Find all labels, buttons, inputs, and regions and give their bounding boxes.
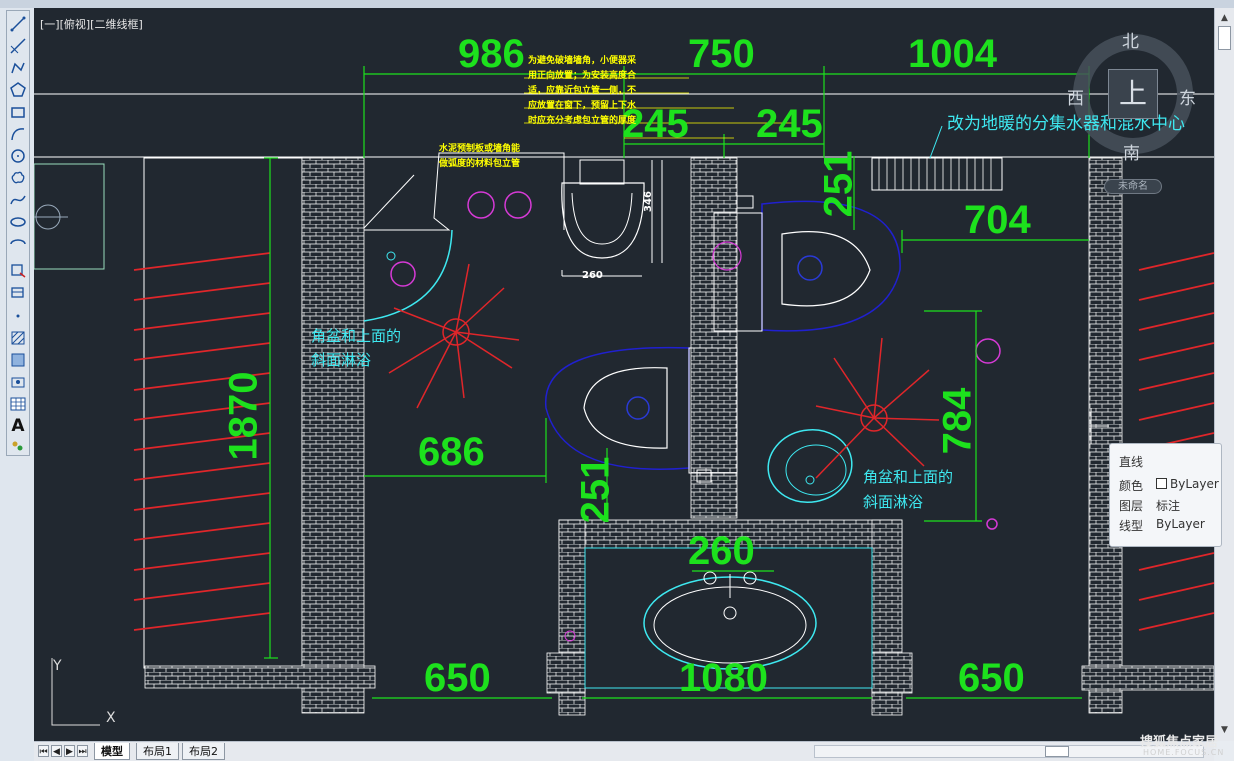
note-shower-right-1: 角盆和上面的: [863, 468, 954, 486]
note-urinal-2: 用正向放置；为安装高度合: [528, 71, 637, 81]
note-urinal-3: 适，应靠近包立管一侧，不: [528, 86, 637, 96]
dim-1004: 1004: [908, 32, 997, 76]
dim-686: 686: [418, 430, 485, 474]
tab-layout1[interactable]: 布局1: [136, 743, 179, 760]
dim-245-b: 245: [756, 102, 823, 146]
dim-750: 750: [688, 32, 755, 76]
note-pipe-2: 做弧度的材料包立管: [439, 159, 521, 169]
linetype-value[interactable]: ByLayer: [1156, 517, 1205, 531]
compass-west[interactable]: 西: [1067, 89, 1084, 109]
quick-properties-panel: 直线 颜色 ByLayer 图层 标注 线型 ByLayer: [1109, 443, 1222, 547]
ellipse-icon[interactable]: [9, 213, 27, 231]
dim-1870: 1870: [221, 371, 266, 461]
dim-346: 346: [642, 191, 654, 212]
dim-251-mid: 251: [573, 456, 618, 524]
construction-line-icon[interactable]: [9, 37, 27, 55]
ellipse-arc-icon[interactable]: [9, 235, 27, 253]
horizontal-scrollbar[interactable]: [814, 745, 1204, 758]
wall-bottom-left: [144, 665, 376, 689]
scroll-up-icon[interactable]: ▲: [1221, 13, 1228, 23]
draw-toolbar: A: [6, 10, 30, 456]
mtext-icon[interactable]: A: [11, 416, 25, 436]
tab-layout2[interactable]: 布局2: [182, 743, 225, 760]
watermark-text: 搜狐焦点家居: [1140, 735, 1219, 750]
dim-650-right: 650: [958, 656, 1025, 700]
revision-cloud-icon[interactable]: [9, 169, 27, 187]
viewport-label[interactable]: [一][俯视][二维线框]: [40, 18, 143, 31]
window-top-edge: [0, 0, 1234, 8]
add-selected-icon[interactable]: [9, 437, 27, 455]
last-tab-icon[interactable]: ⏭: [77, 745, 88, 757]
drawing-canvas[interactable]: 986 750 1004 245 245 704 686 260 650 108…: [34, 8, 1214, 741]
rectangle-icon[interactable]: [9, 103, 27, 121]
compass-north[interactable]: 北: [1122, 32, 1139, 52]
gradient-icon[interactable]: [9, 351, 27, 369]
region-icon[interactable]: [9, 373, 27, 391]
dim-986: 986: [458, 32, 525, 76]
prev-tab-icon[interactable]: ◀: [51, 745, 62, 757]
table-icon[interactable]: [9, 395, 27, 413]
linetype-label: 线型: [1119, 519, 1144, 533]
next-tab-icon[interactable]: ▶: [64, 745, 75, 757]
layer-label: 图层: [1119, 499, 1144, 513]
compass-east[interactable]: 东: [1179, 89, 1196, 109]
spline-icon[interactable]: [9, 191, 27, 209]
watermark-url: HOME.FOCUS.CN: [1143, 748, 1225, 757]
note-floor-heating: 改为地暖的分集水器和混水中心: [947, 114, 1185, 134]
layer-value[interactable]: 标注: [1156, 499, 1181, 513]
note-urinal-5: 时应充分考虑包立管的厚度: [528, 116, 637, 126]
color-swatch-icon: [1156, 478, 1167, 489]
dim-260: 260: [688, 529, 755, 573]
note-pipe-1: 水泥预制板或墙角能: [439, 144, 521, 154]
tab-model[interactable]: 模型: [94, 743, 130, 760]
vertical-scrollbar[interactable]: ▲ ▼: [1214, 8, 1234, 741]
compass-south[interactable]: 南: [1123, 144, 1140, 164]
circle-icon[interactable]: [9, 147, 27, 165]
dim-704: 704: [964, 198, 1031, 242]
horizontal-scroll-thumb[interactable]: [1045, 746, 1069, 757]
dim-245-a: 245: [622, 102, 689, 146]
dim-260-small: 260: [582, 270, 603, 281]
color-label: 颜色: [1119, 479, 1144, 493]
viewcube-top-face[interactable]: 上: [1108, 69, 1158, 119]
ucs-dropdown[interactable]: 未命名: [1104, 179, 1162, 194]
vertical-scroll-thumb[interactable]: [1218, 26, 1231, 50]
note-urinal-4: 应放置在窗下，预留上下水: [528, 101, 637, 111]
dim-650-left: 650: [424, 656, 491, 700]
insert-block-icon[interactable]: [9, 261, 27, 279]
note-urinal-1: 为避免破墙墙角，小便器采: [528, 56, 637, 66]
hatch-icon[interactable]: [9, 329, 27, 347]
dim-251-top: 251: [816, 150, 861, 218]
note-shower-left-1: 角盆和上面的: [311, 327, 402, 345]
polygon-icon[interactable]: [9, 81, 27, 99]
wall-left: [301, 157, 365, 714]
note-shower-left-2: 斜面淋浴: [311, 351, 372, 369]
ucs-y-label: Y: [53, 658, 62, 674]
point-icon[interactable]: [9, 307, 27, 325]
floor-plan-drawing: [34, 34, 1214, 726]
make-block-icon[interactable]: [9, 283, 27, 301]
dim-1080: 1080: [679, 656, 768, 700]
properties-title: 直线: [1119, 455, 1144, 469]
wall-middle: [690, 157, 738, 519]
note-shower-right-2: 斜面淋浴: [863, 493, 924, 511]
line-icon[interactable]: [9, 15, 27, 33]
wall-right: [1088, 157, 1123, 714]
layout-tab-bar: ⏮ ◀ ▶ ⏭ 模型 布局1 布局2: [34, 741, 1214, 761]
polyline-icon[interactable]: [9, 59, 27, 77]
first-tab-icon[interactable]: ⏮: [38, 745, 49, 757]
ucs-x-label: X: [106, 710, 116, 726]
scroll-down-icon[interactable]: ▼: [1221, 725, 1228, 735]
color-value[interactable]: ByLayer: [1156, 477, 1219, 491]
dim-784: 784: [935, 387, 980, 455]
arc-icon[interactable]: [9, 125, 27, 143]
